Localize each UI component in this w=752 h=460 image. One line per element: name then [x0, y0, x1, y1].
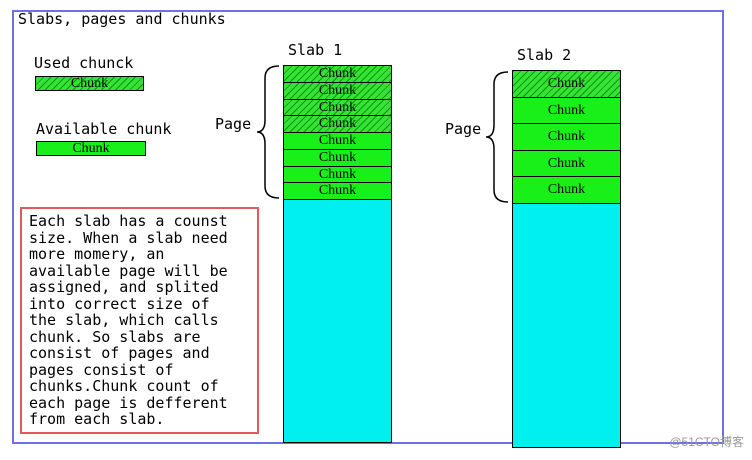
slab-2-label: Slab 2 — [517, 46, 572, 64]
slab-2-chunk-available: Chunk — [513, 150, 620, 178]
diagram-title: Slabs, pages and chunks — [18, 10, 226, 28]
slab-1-page-brace-icon — [256, 65, 280, 199]
note-line: more momery, an — [29, 245, 165, 263]
slab-1-page-label: Page — [215, 115, 252, 133]
slab-1-chunk-used: Chunk — [284, 116, 391, 133]
slab-2-chunk-available: Chunk — [513, 177, 620, 204]
slab-2-page-brace-icon — [485, 71, 509, 203]
note-line: assigned, and splited — [29, 278, 219, 296]
slab-1-chunk-used: Chunk — [284, 99, 391, 117]
note-line: consist of pages and — [29, 344, 210, 362]
slab-1-chunk-available: Chunk — [284, 166, 391, 184]
note-line: each page is defferent — [29, 393, 228, 412]
slab-2-chunk-available: Chunk — [513, 97, 620, 125]
legend-used-label: Used chunck — [34, 54, 134, 72]
legend-available-chunk: Chunk — [36, 141, 146, 156]
slab-1-chunk-available: Chunk — [284, 183, 391, 200]
note-line: the slab, which calls — [29, 311, 219, 329]
note-line: into correct size of — [29, 294, 210, 313]
note-line: Each slab has a counst — [29, 212, 228, 230]
note-line: size. When a slab need — [29, 228, 228, 247]
slab-1-chunk-used: Chunk — [284, 82, 391, 100]
watermark: @51CTO博客 — [669, 435, 744, 449]
legend-available-label: Available chunk — [36, 120, 172, 138]
note-line: available page will be — [29, 261, 228, 280]
note-line: chunks.Chunk count of — [29, 377, 219, 395]
note-line: pages consist of — [29, 360, 174, 379]
slab-2-chunk-used: Chunk — [513, 71, 620, 98]
slab-1-chunk-used: Chunk — [284, 66, 391, 83]
slab-2-page-label: Page — [445, 120, 482, 138]
explanation-note: Each slab has a counst size. When a slab… — [20, 207, 259, 434]
note-line: chunk. So slabs are — [29, 327, 201, 346]
slab-1-chunk-available: Chunk — [284, 133, 391, 150]
slab-1-chunk-available: Chunk — [284, 149, 391, 167]
note-line: from each slab. — [29, 410, 165, 428]
legend-used-chunk: Chunk — [35, 76, 144, 91]
slab-2-chunk-available: Chunk — [513, 124, 620, 151]
slab-1-label: Slab 1 — [288, 41, 343, 59]
